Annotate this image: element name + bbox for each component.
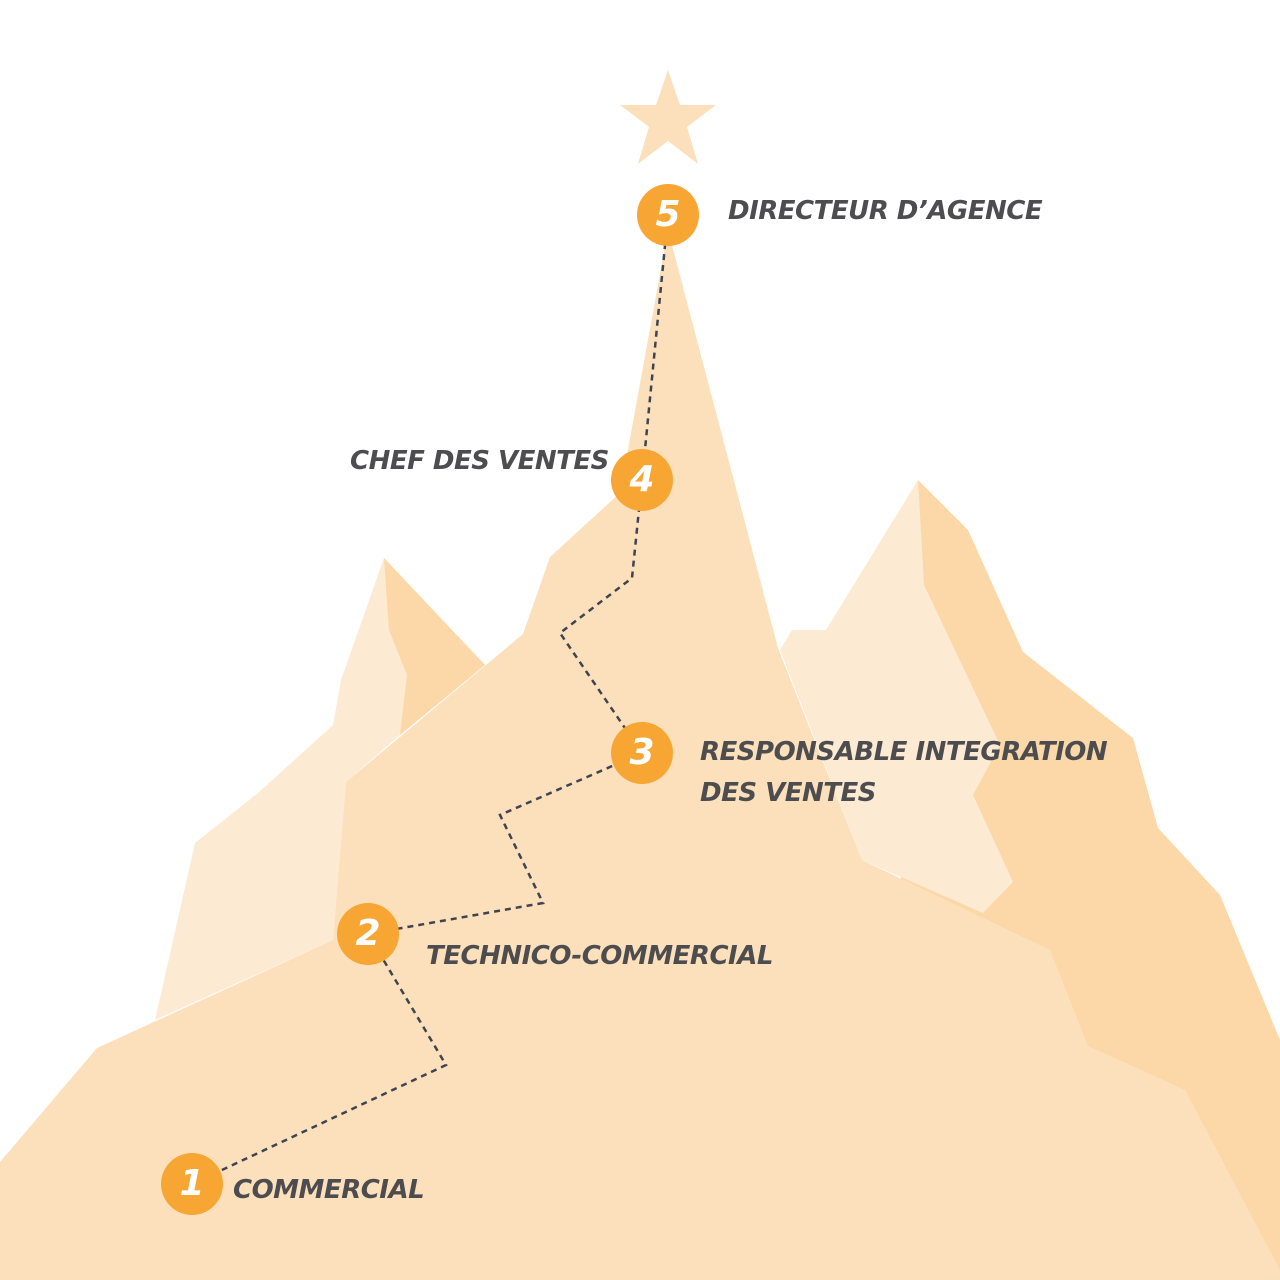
step-badge-3: 3 [611,722,673,784]
step-badge-5: 5 [637,184,699,246]
step-label-5: DIRECTEUR D’AGENCE [728,196,1043,226]
step-label-3: RESPONSABLE INTEGRATION [700,737,1108,767]
step-badge-2: 2 [337,903,399,965]
step-badge-1: 1 [161,1153,223,1215]
step-label-3-line2: DES VENTES [700,778,876,808]
step-label-1: COMMERCIAL [233,1175,425,1205]
right-peak-light [780,480,1013,913]
star-icon [620,70,716,164]
left-peak-light [155,558,485,1020]
step-label-2: TECHNICO-COMMERCIAL [426,941,773,971]
step-badge-4: 4 [611,449,673,511]
left-peak-shade [384,558,485,735]
step-label-4: CHEF DES VENTES [350,446,609,476]
career-path [191,214,670,1186]
